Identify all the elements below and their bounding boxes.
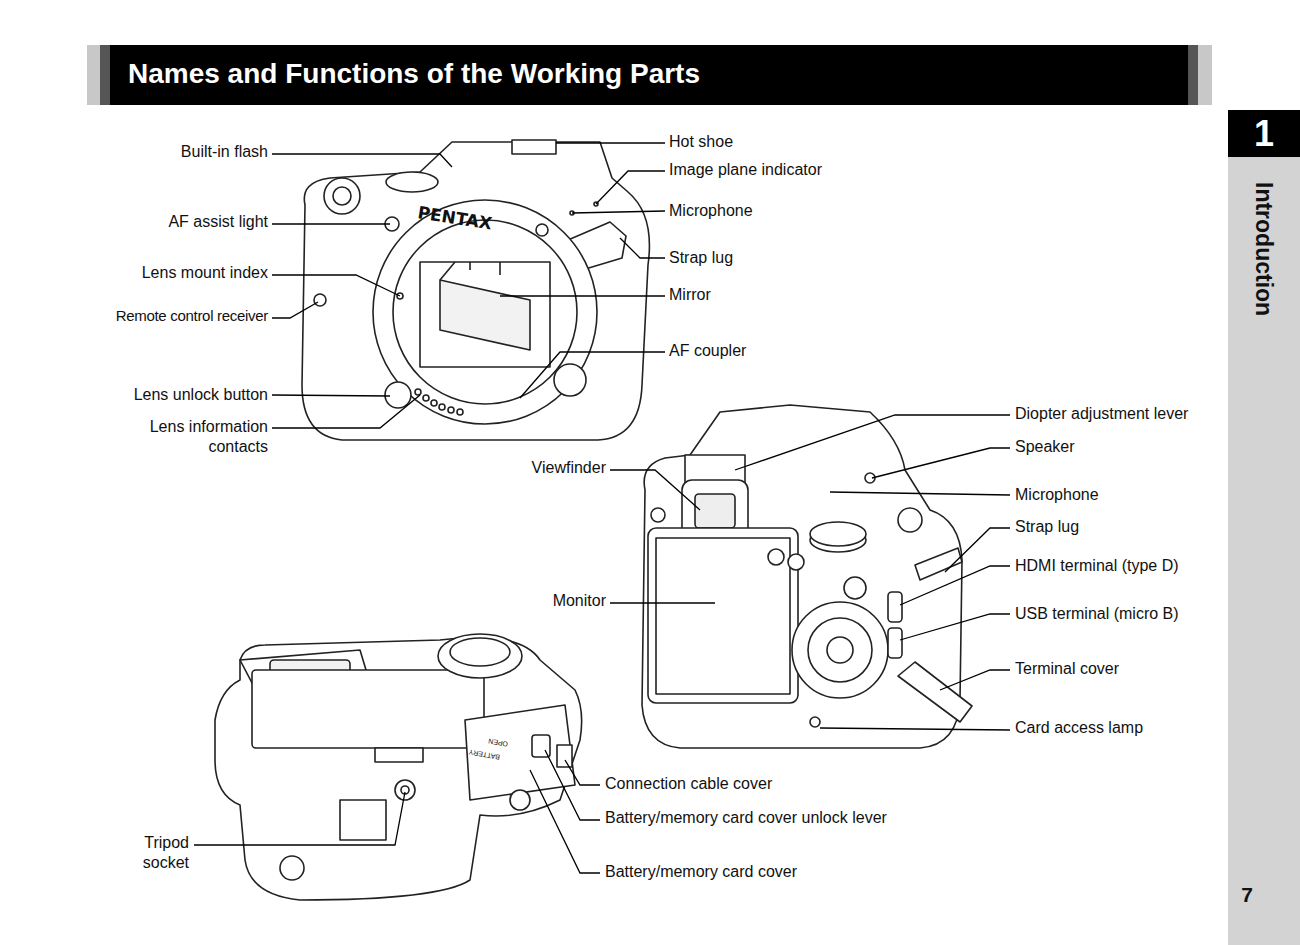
part-label: Tripod socket [129,833,189,873]
part-label: Connection cable cover [605,774,925,794]
part-label: USB terminal (micro B) [1015,604,1225,624]
part-label: Speaker [1015,437,1225,457]
part-label: Microphone [669,201,929,221]
chapter-number: 1 [1228,114,1300,154]
part-label: Hot shoe [669,132,929,152]
chapter-name: Introduction [1250,182,1278,316]
front-camera [302,140,649,440]
part-label: Lens mount index [68,263,268,283]
part-label: Diopter adjustment lever [1015,404,1225,424]
part-label: Battery/memory card cover [605,862,925,882]
part-label: AF coupler [669,341,929,361]
bottom-camera [215,634,582,900]
part-label: Image plane indicator [669,160,929,180]
part-label: Strap lug [669,248,929,268]
part-label: Card access lamp [1015,718,1225,738]
part-label: Strap lug [1015,517,1225,537]
part-label: Monitor [486,591,606,611]
part-label: Lens unlock button [68,385,268,405]
part-label: Battery/memory card cover unlock lever [605,808,925,828]
header-edge [1188,45,1198,105]
side-tab: Introduction 7 1 [1228,110,1300,945]
part-label: HDMI terminal (type D) [1015,556,1225,576]
part-label: Viewfinder [486,458,606,478]
part-label: Lens information contacts [133,417,268,457]
rear-camera [642,405,972,748]
part-label: Terminal cover [1015,659,1225,679]
part-label: AF assist light [68,212,268,232]
header-band [110,45,1188,105]
part-label: Remote control receiver [28,306,268,326]
part-label: Built-in flash [68,142,268,162]
header-edge [100,45,110,105]
header-margin [87,45,1212,105]
page-number: 7 [1228,882,1266,908]
part-label: Microphone [1015,485,1225,505]
chapter-box: 1 [1228,110,1300,157]
leader-lines [194,143,1010,873]
part-label: Mirror [669,285,929,305]
page-title: Names and Functions of the Working Parts [128,57,700,91]
